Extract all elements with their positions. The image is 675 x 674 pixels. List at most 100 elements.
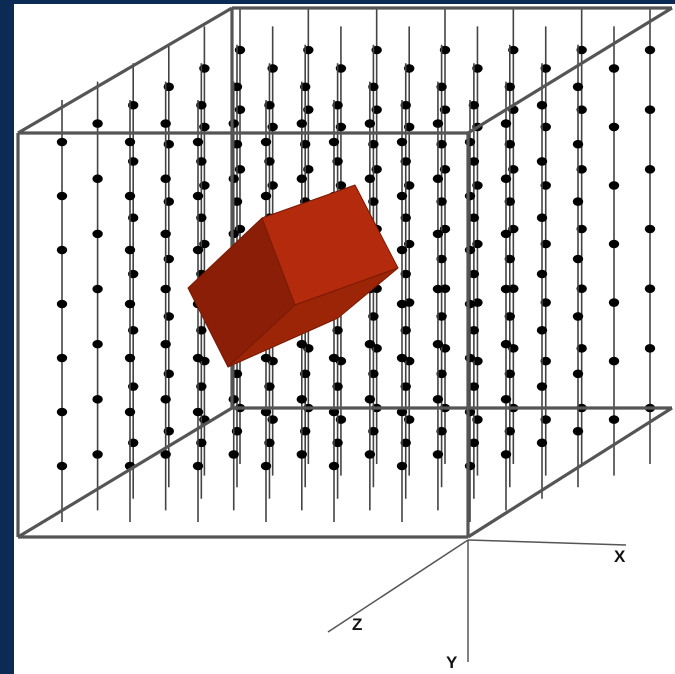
lattice-dot	[536, 325, 548, 335]
lattice-dot	[536, 438, 548, 448]
lattice-dot	[608, 356, 620, 366]
lattice-dot	[576, 344, 587, 353]
lattice-dot	[192, 407, 204, 417]
lattice-dot	[540, 181, 551, 190]
lattice-dot	[400, 100, 411, 110]
box-edge-top-right-depth	[467, 6, 673, 135]
lattice-dot	[328, 407, 340, 417]
lattice-dot	[300, 82, 311, 92]
lattice-dot	[436, 82, 447, 92]
lattice-dot	[508, 344, 519, 353]
lattice-dot	[124, 245, 136, 255]
lattice-dot	[572, 312, 584, 321]
lattice-dot	[160, 284, 171, 294]
cube-face-bottom	[227, 267, 399, 368]
lattice-dot	[364, 450, 376, 459]
lattice-dot	[436, 426, 447, 436]
lattice-dot	[404, 181, 415, 190]
lattice-dot	[396, 191, 408, 201]
lattice-dot	[608, 298, 620, 307]
lattice-dot	[56, 299, 68, 309]
lattice-dot	[608, 181, 620, 190]
lattice-dot	[540, 298, 551, 307]
lattice-dot	[92, 174, 103, 184]
lattice-dot	[332, 438, 343, 448]
lattice-dot	[160, 119, 171, 128]
lattice-dot	[608, 64, 620, 73]
lattice-dot	[400, 269, 411, 279]
lattice-dot	[464, 461, 476, 471]
lattice-dot	[432, 394, 444, 404]
lattice-dot	[160, 174, 171, 184]
lattice-dot	[500, 394, 512, 404]
lattice-dot	[296, 119, 307, 128]
lattice-dot	[400, 213, 411, 223]
lattice-dot	[432, 229, 444, 239]
lattice-dot	[540, 415, 551, 424]
lattice-dot	[192, 137, 204, 147]
lattice-dot	[228, 119, 239, 128]
lattice-dot	[536, 157, 548, 166]
lattice-dot	[500, 339, 512, 349]
lattice-dot	[368, 139, 379, 149]
lattice-dot	[436, 139, 447, 149]
y-axis-label: Y	[446, 653, 458, 672]
lattice-dot	[576, 105, 587, 114]
lattice-dot	[192, 461, 204, 471]
lattice-dot	[260, 353, 272, 363]
lattice-dot	[260, 191, 272, 201]
lattice-dot	[608, 415, 620, 424]
lattice-dot	[540, 239, 551, 249]
lattice-dot	[92, 339, 103, 349]
lattice-dot	[464, 245, 476, 255]
lattice-dot	[504, 82, 515, 92]
x-axis-line	[467, 539, 627, 546]
lattice-dot	[296, 450, 307, 459]
lattice-dot	[264, 438, 275, 448]
lattice-dot	[124, 407, 136, 417]
lattice-dot	[400, 325, 411, 335]
lattice-dot	[92, 119, 103, 128]
lattice-dot	[508, 224, 519, 234]
lattice-dot	[368, 426, 379, 436]
box-edge-top-left-depth	[17, 6, 233, 135]
lattice-dot	[56, 137, 68, 147]
lattice-dot	[576, 165, 587, 174]
lattice-dot	[536, 269, 548, 279]
lattice-dot	[92, 394, 103, 404]
lattice-dot	[608, 239, 620, 249]
x-axis-label: X	[614, 547, 626, 566]
lattice-dot	[404, 415, 415, 424]
lattice-dot	[300, 369, 311, 379]
lattice-dot	[436, 197, 447, 206]
lattice-dot	[364, 394, 376, 404]
rotated-cube	[187, 184, 399, 368]
lattice-dot	[228, 394, 239, 404]
lattice-dot	[396, 245, 408, 255]
lattice-dot	[296, 339, 307, 349]
lattice-dot	[396, 137, 408, 147]
lattice-dot	[364, 119, 376, 128]
lattice-dot	[472, 181, 483, 190]
lattice-dot	[332, 157, 343, 166]
z-axis-line	[327, 539, 469, 633]
lattice-dot	[508, 45, 519, 55]
lattice-dot	[228, 229, 239, 239]
lattice-dot	[468, 438, 480, 448]
lattice-dot	[364, 339, 376, 349]
lattice-dot	[264, 100, 275, 110]
lattice-dot	[160, 450, 171, 459]
lattice-dot	[468, 269, 480, 279]
lattice-dot	[504, 312, 515, 321]
lattice-dot	[92, 284, 103, 294]
lattice-dot	[368, 312, 379, 321]
lattice-dot	[56, 407, 68, 417]
lattice-dot	[644, 224, 656, 234]
lattice-dot	[436, 369, 447, 379]
lattice-dot	[264, 382, 275, 391]
lattice-dot	[464, 353, 476, 363]
lattice-dot	[500, 119, 512, 128]
lattice-dot	[432, 119, 444, 128]
lattice-dot	[124, 353, 136, 363]
